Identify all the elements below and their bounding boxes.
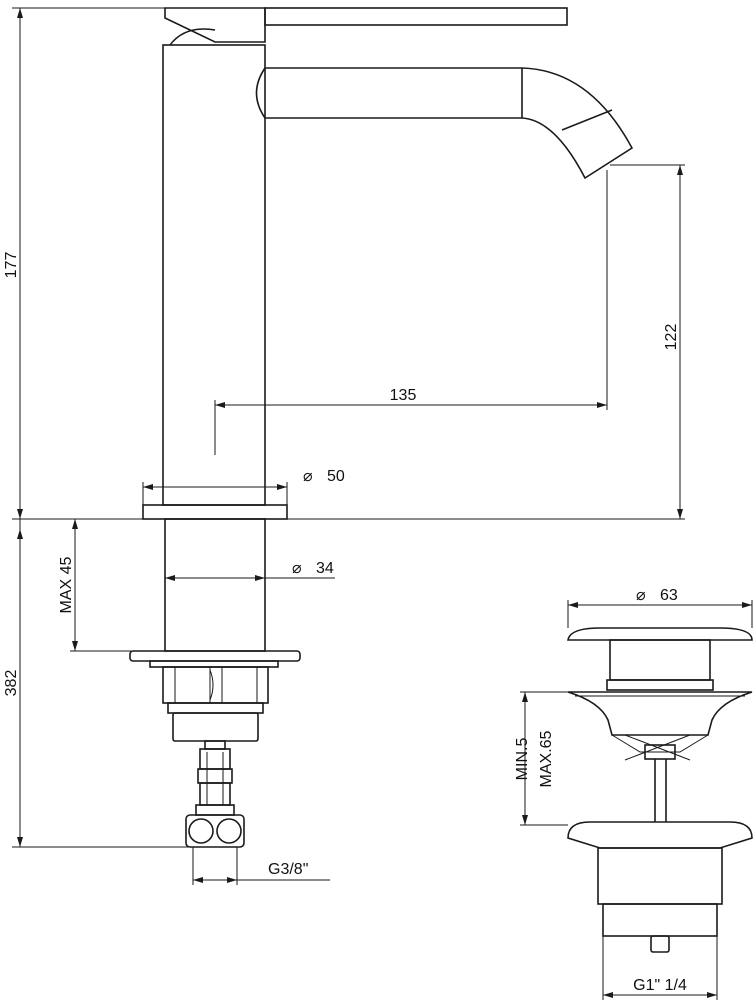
dim-max-deck: MAX 45 — [58, 556, 75, 613]
dim-waste-thread: G1" 1/4 — [633, 977, 687, 994]
dim-base-diameter: 50 — [327, 468, 345, 485]
diameter-symbol: ⌀ — [292, 560, 302, 577]
dimension-labels: 177 122 135 ⌀ 50 ⌀ 34 MAX 45 382 G3/8" ⌀… — [3, 252, 687, 994]
faucet-body — [129, 7, 634, 848]
dimension-lines — [12, 7, 753, 1000]
dim-below-deck: 382 — [3, 670, 20, 697]
dim-waste-diameter: 63 — [660, 587, 678, 604]
dim-total-height: 177 — [3, 252, 20, 279]
dim-spout-height: 122 — [663, 324, 680, 351]
dim-waste-min: MIN.5 — [514, 738, 531, 781]
dim-spout-reach: 135 — [390, 387, 417, 404]
diameter-symbol: ⌀ — [636, 587, 646, 604]
diameter-symbol: ⌀ — [303, 468, 313, 485]
waste-assembly — [567, 627, 753, 953]
dim-connection: G3/8" — [268, 861, 308, 878]
dim-waste-max: MAX.65 — [538, 730, 555, 787]
dim-shank-diameter: 34 — [316, 560, 334, 577]
